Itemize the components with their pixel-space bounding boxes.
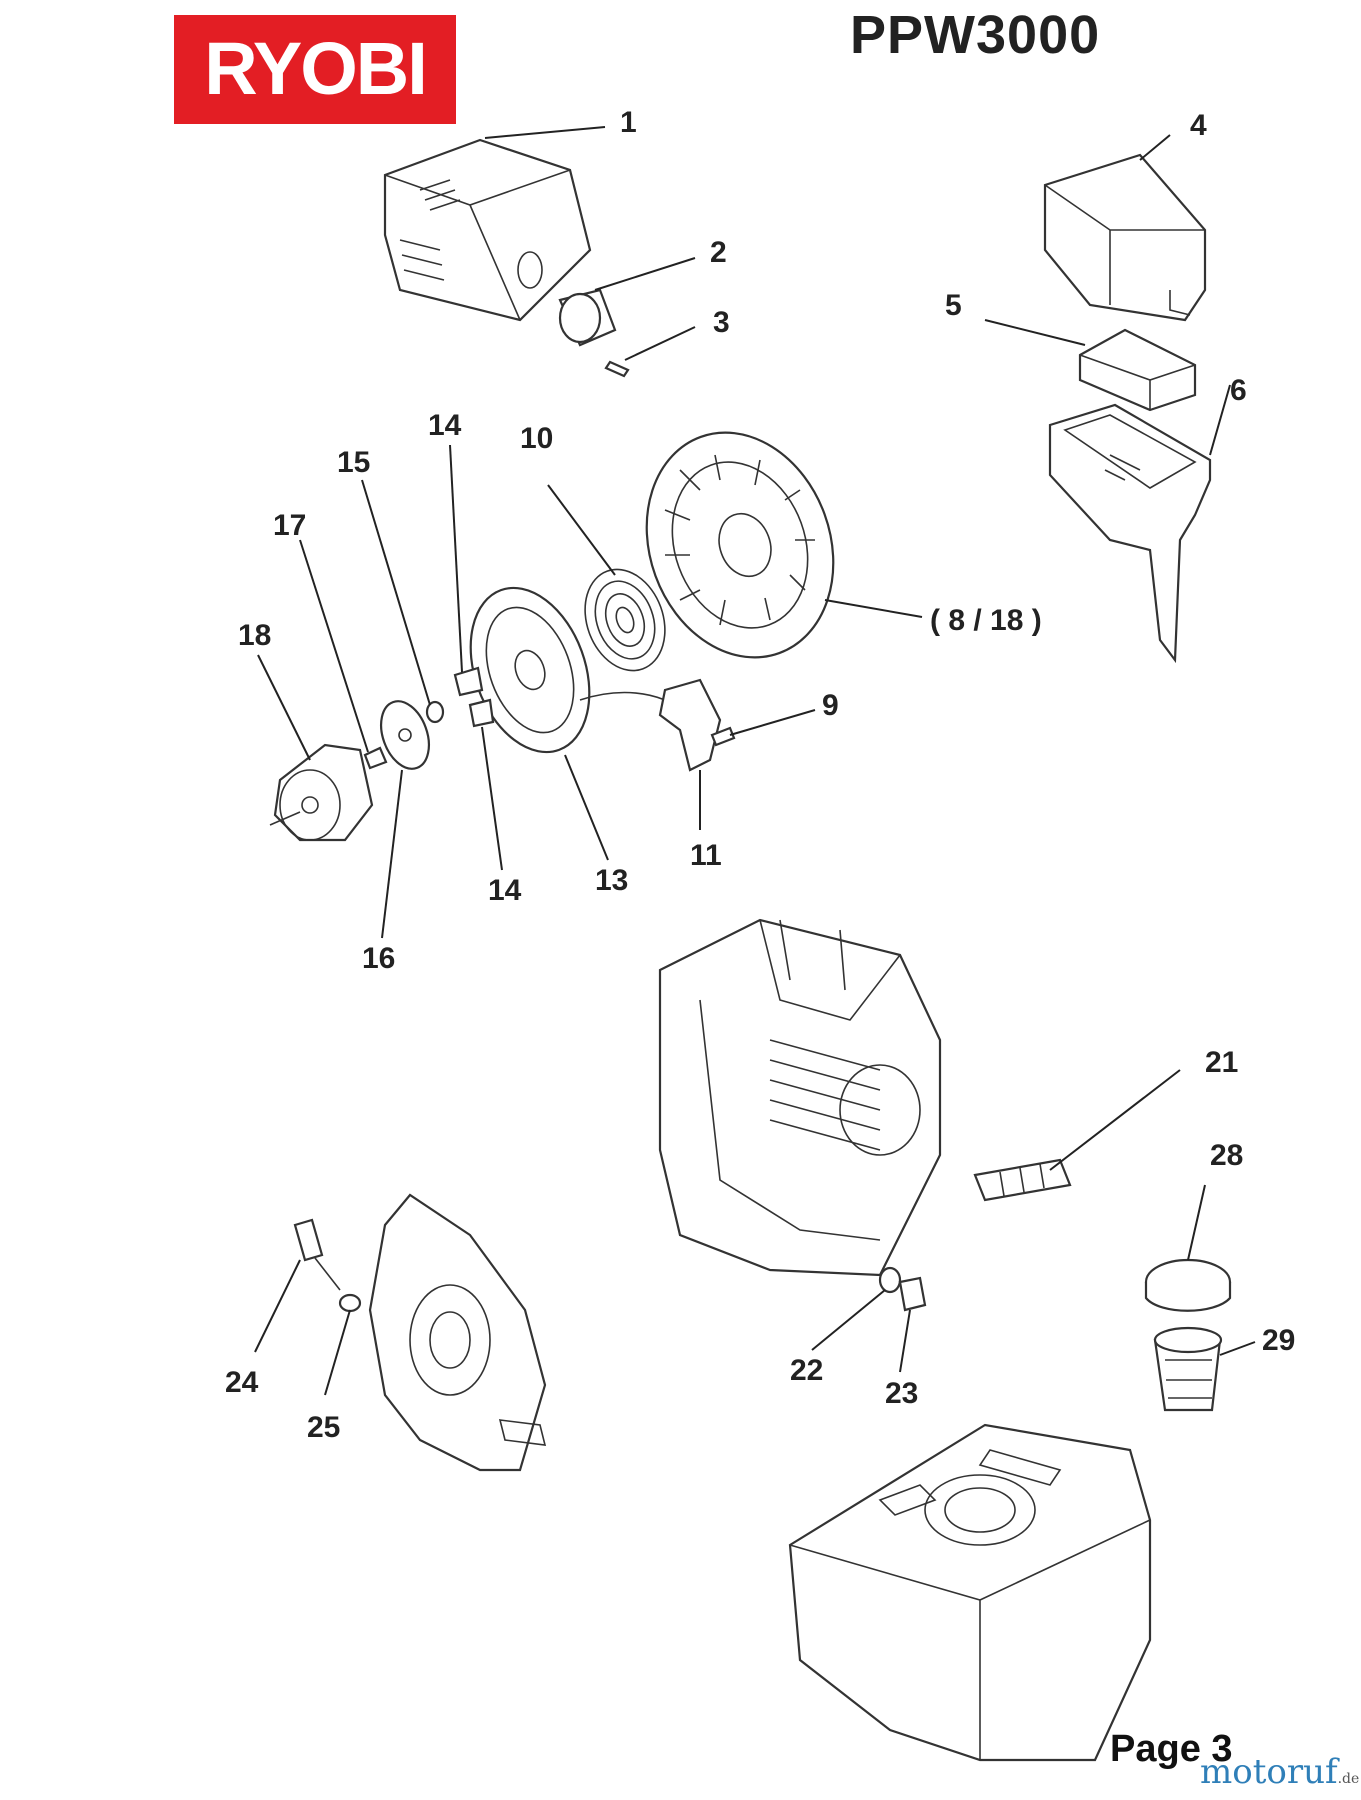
callout-29: 29 [1262,1324,1295,1357]
ryobi-logo: RYOBI [174,15,456,124]
callout-24: 24 [225,1366,259,1399]
part-cap [558,288,617,347]
callout-18: 18 [238,619,271,652]
model-title: PPW3000 [850,5,1101,65]
part-fuel-strainer [1153,1326,1223,1412]
callout-15: 15 [337,446,370,479]
logo-text: RYOBI [204,27,428,110]
callout-1: 1 [620,106,637,139]
part-washer [878,1266,902,1294]
part-dipstick [293,1218,341,1291]
callout-10: 10 [520,422,553,455]
part-friction-plate [380,700,430,770]
callout-14-upper: 14 [428,409,462,442]
part-air-filter-cover [1043,153,1207,322]
page-number: Page 3 [1110,1728,1233,1770]
part-starter-cup [269,743,374,842]
callout-25: 25 [307,1411,340,1444]
callout-14-lower: 14 [488,874,522,907]
watermark-name: motoruf [1200,1752,1338,1792]
part-filter-base [1048,403,1212,664]
callout-4: 4 [1190,109,1207,142]
watermark: motoruf.de [1200,1752,1359,1792]
callout-23: 23 [885,1377,918,1410]
callout-13: 13 [595,864,628,897]
callout-28: 28 [1210,1139,1243,1172]
part-engine-block [658,918,942,1277]
part-ring [425,700,445,724]
part-shroud-cover [383,138,592,322]
part-recoil-housing [645,431,835,659]
callout-9: 9 [822,689,839,722]
callout-21: 21 [1205,1046,1238,1079]
part-pawl-lower [468,698,495,728]
leader-lines [254,126,1256,1396]
part-drain-bolt [898,1276,927,1312]
callout-16: 16 [362,942,395,975]
callout-3: 3 [713,306,730,339]
part-fuel-cap [1144,1258,1232,1312]
part-fuel-tank [788,1423,1152,1762]
part-crankcase-cover [368,1193,547,1472]
part-spark-plug [973,1158,1072,1202]
callout-11: 11 [690,839,722,872]
callout-6: 6 [1230,374,1247,407]
part-recoil-spring [584,568,666,672]
callout-5: 5 [945,289,962,322]
part-bolt [363,746,388,770]
callout-labels: 1 2 3 4 5 6 ( 8 / 18 ) 9 10 11 13 14 14 … [225,106,1295,1444]
part-pawl-upper [453,666,484,697]
part-screw [604,360,630,378]
watermark-tld: .de [1337,1771,1360,1787]
callout-22: 22 [790,1354,823,1387]
part-o-ring [338,1293,362,1313]
callout-17: 17 [273,509,306,542]
part-handle-screw [710,726,736,747]
part-filter-element [1078,328,1197,412]
callout-2: 2 [710,236,727,269]
callout-8-18: ( 8 / 18 ) [930,604,1042,637]
part-starter-handle [658,678,722,772]
